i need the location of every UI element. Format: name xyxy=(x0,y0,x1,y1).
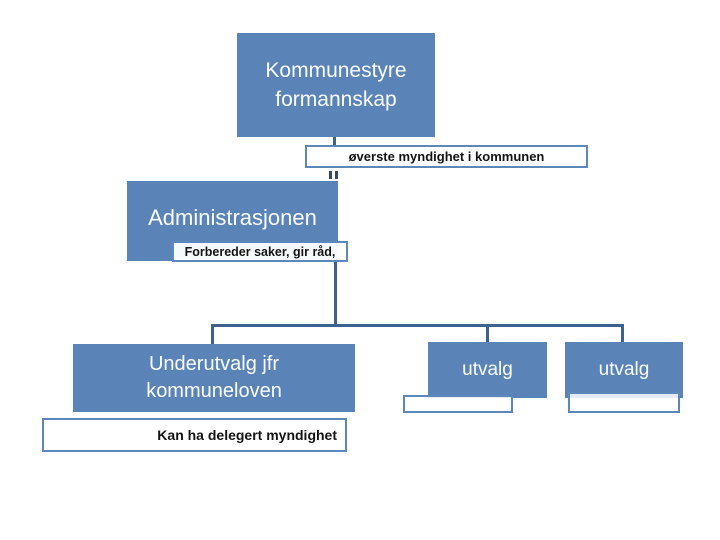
connector-top-stem xyxy=(333,137,336,146)
utvalg-right-label: utvalg xyxy=(598,359,650,380)
underutvalg-box: Underutvalg jfr kommuneloven xyxy=(73,344,355,412)
underutvalg-line2: kommuneloven xyxy=(146,380,282,402)
underutvalg-note-text: Kan ha delegert myndighet xyxy=(157,427,337,443)
kommunestyre-line2: formannskap xyxy=(275,88,397,111)
kommunestyre-line1: Kommunestyre xyxy=(265,59,407,82)
connector-horizontal xyxy=(211,324,624,327)
underutvalg-line1: Underutvalg jfr xyxy=(148,353,280,375)
utvalg-left-box: utvalg xyxy=(428,342,547,398)
connector-tick-left xyxy=(329,171,332,179)
utvalg-left-label: utvalg xyxy=(462,359,513,380)
connector-tick-right xyxy=(335,171,338,179)
utvalg-left-note xyxy=(403,395,513,413)
connector-admin-stem xyxy=(334,262,337,327)
kommunestyre-note: øverste myndighet i kommunen xyxy=(305,145,588,168)
connector-drop-right xyxy=(621,324,624,343)
administrasjon-note: Forbereder saker, gir råd, xyxy=(172,241,348,262)
connector-drop-left xyxy=(211,324,214,345)
administrasjon-label: Administrasjonen xyxy=(148,205,317,230)
kommunestyre-box: Kommunestyre formannskap xyxy=(237,33,435,137)
utvalg-right-note xyxy=(568,392,680,413)
underutvalg-note: Kan ha delegert myndighet xyxy=(42,418,347,452)
administrasjon-note-text: Forbereder saker, gir råd, xyxy=(184,244,336,259)
utvalg-right-box: utvalg xyxy=(565,342,683,398)
kommunestyre-note-text: øverste myndighet i kommunen xyxy=(348,149,545,164)
connector-drop-middle xyxy=(486,324,489,343)
